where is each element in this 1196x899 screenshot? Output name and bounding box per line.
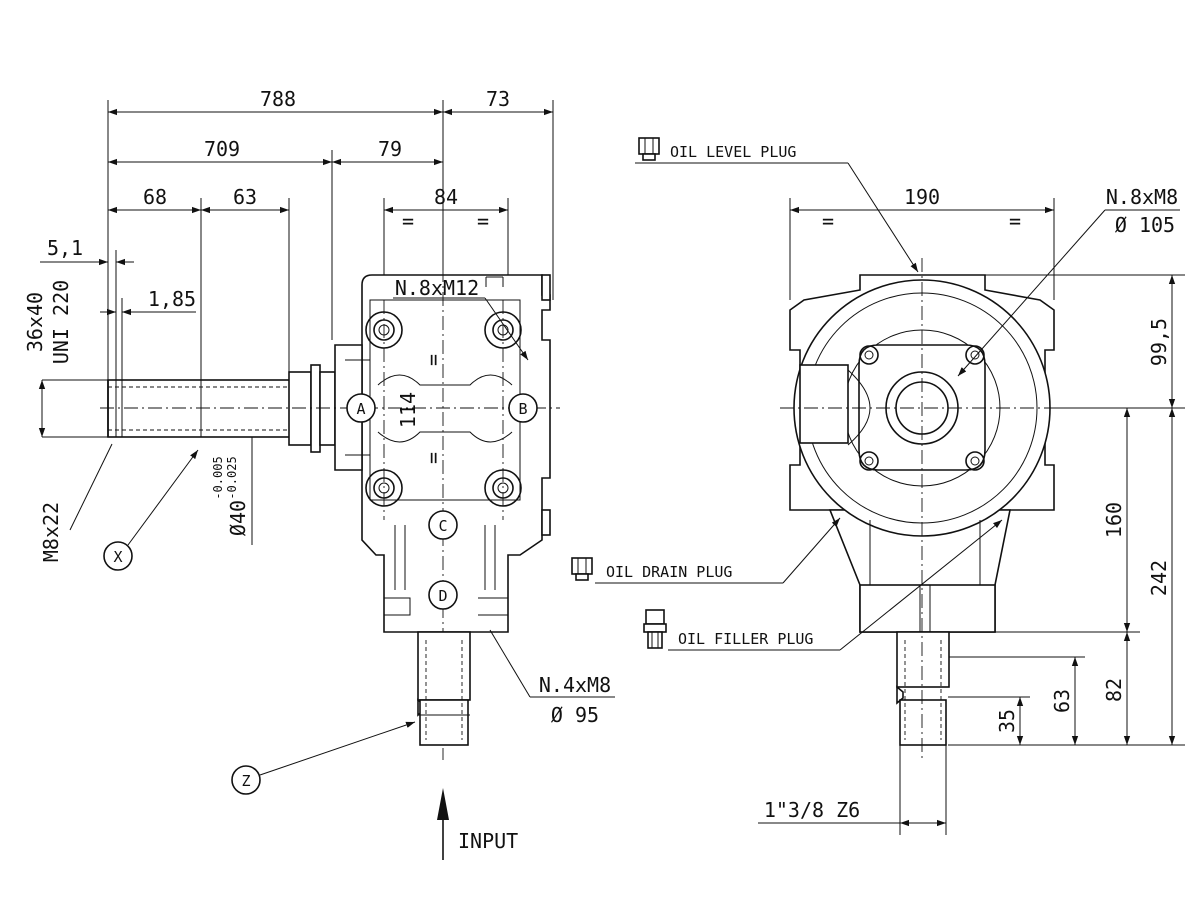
dim-79: 79 bbox=[378, 137, 402, 161]
equal-mark: = bbox=[421, 354, 445, 366]
shaft-diameter: Ø40 bbox=[226, 500, 250, 536]
equal-mark: = bbox=[421, 452, 445, 464]
dim-1-85: 1,85 bbox=[148, 287, 196, 311]
dim-190: 190 bbox=[904, 185, 940, 209]
m8x22-label: M8x22 bbox=[39, 502, 63, 562]
oil-level-plug-icon bbox=[638, 137, 660, 161]
marker-x: X bbox=[113, 548, 122, 566]
diameter-95: Ø 95 bbox=[551, 703, 599, 727]
tolerance-lower: -0.025 bbox=[225, 456, 239, 499]
spline-label: 1"3/8 Z6 bbox=[764, 798, 860, 822]
dim-160: 160 bbox=[1102, 502, 1126, 538]
equal-mark: = bbox=[402, 209, 414, 233]
equal-mark: = bbox=[822, 209, 834, 233]
dim-63-right: 63 bbox=[1050, 689, 1074, 713]
dim-68: 68 bbox=[143, 185, 167, 209]
dim-99-5: 99,5 bbox=[1147, 318, 1171, 366]
side-view bbox=[38, 100, 615, 860]
oil-drain-plug-icon bbox=[571, 557, 593, 581]
oil-level-plug-label: OIL LEVEL PLUG bbox=[670, 143, 796, 161]
holes-m8-front-label: N.8xM8 bbox=[1106, 185, 1178, 209]
equal-mark: = bbox=[1009, 209, 1021, 233]
front-bolt-holes bbox=[859, 345, 985, 471]
oil-drain-plug-label: OIL DRAIN PLUG bbox=[606, 563, 732, 581]
dim-63-top: 63 bbox=[233, 185, 257, 209]
marker-c: C bbox=[438, 517, 447, 535]
holes-m8-bottom-label: N.4xM8 bbox=[539, 673, 611, 697]
marker-d: D bbox=[438, 587, 447, 605]
key-size: 36x40 bbox=[23, 292, 47, 352]
holes-m12-label: N.8xM12 bbox=[395, 276, 479, 300]
oil-filler-plug-label: OIL FILLER PLUG bbox=[678, 630, 813, 648]
dim-73: 73 bbox=[486, 87, 510, 111]
marker-b: B bbox=[518, 400, 527, 418]
marker-a: A bbox=[356, 400, 365, 418]
key-standard: UNI 220 bbox=[49, 280, 73, 364]
marker-z: Z bbox=[241, 772, 250, 790]
dim-84: 84 bbox=[434, 185, 458, 209]
equal-mark: = bbox=[477, 209, 489, 233]
dim-82: 82 bbox=[1102, 678, 1126, 702]
dim-35: 35 bbox=[995, 709, 1019, 733]
dim-242: 242 bbox=[1147, 560, 1171, 596]
dim-5-1: 5,1 bbox=[47, 236, 83, 260]
input-label: INPUT bbox=[458, 829, 518, 853]
diameter-105: Ø 105 bbox=[1115, 213, 1175, 237]
dim-114: 114 bbox=[396, 392, 420, 428]
dim-709: 709 bbox=[204, 137, 240, 161]
oil-filler-plug-icon bbox=[643, 609, 667, 649]
front-view bbox=[571, 137, 1185, 835]
tolerance-upper: -0.005 bbox=[211, 456, 225, 499]
dim-788: 788 bbox=[260, 87, 296, 111]
